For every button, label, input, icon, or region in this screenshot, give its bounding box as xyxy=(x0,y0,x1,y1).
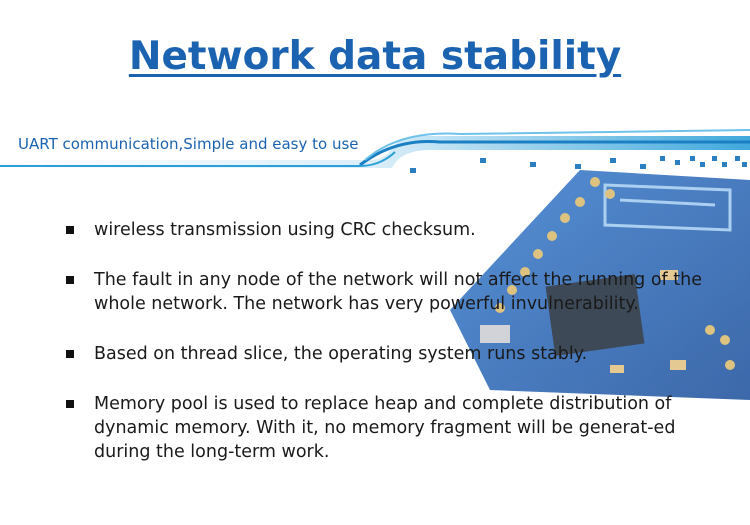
wireless-module-image xyxy=(450,170,750,400)
list-item: The fault in any node of the network wil… xyxy=(64,268,724,316)
list-item: Memory pool is used to replace heap and … xyxy=(64,392,724,464)
bullet-text: Based on thread slice, the operating sys… xyxy=(94,344,588,364)
list-item: Based on thread slice, the operating sys… xyxy=(64,342,724,366)
header-banner xyxy=(0,129,750,173)
bullet-square-icon xyxy=(66,400,74,408)
subtitle: UART communication,Simple and easy to us… xyxy=(18,135,359,153)
bullet-text: Memory pool is used to replace heap and … xyxy=(94,394,676,462)
bullet-text: The fault in any node of the network wil… xyxy=(94,270,703,314)
bullet-list: wireless transmission using CRC checksum… xyxy=(64,218,724,490)
page-title: Network data stability xyxy=(128,34,622,79)
bullet-text: wireless transmission using CRC checksum… xyxy=(94,220,476,240)
bullet-square-icon xyxy=(66,276,74,284)
bullet-square-icon xyxy=(66,226,74,234)
bullet-square-icon xyxy=(66,350,74,358)
list-item: wireless transmission using CRC checksum… xyxy=(64,218,724,242)
